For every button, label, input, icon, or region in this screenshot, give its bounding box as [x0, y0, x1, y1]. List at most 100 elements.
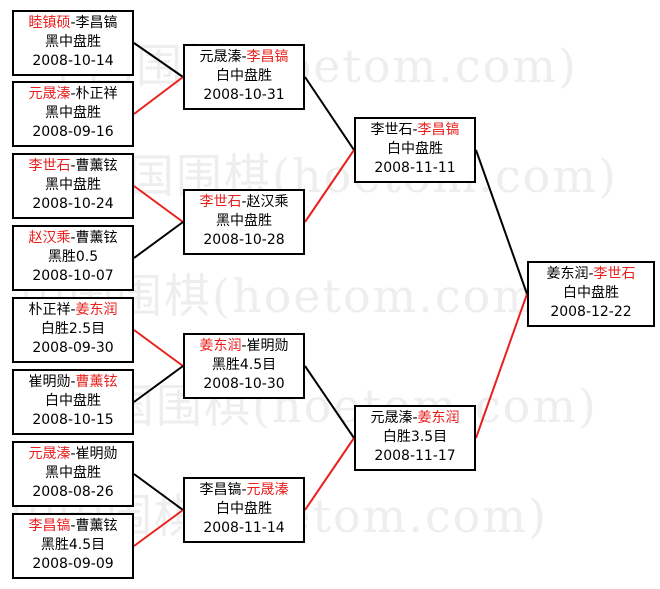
player-black-name: 李昌镐 [199, 482, 242, 498]
match-result: 白中盘胜 [387, 141, 443, 157]
player-white-name: 姜东润 [75, 302, 118, 318]
match-box: 李世石-曹薰铉黑中盘胜 2008-10-24 [12, 153, 134, 219]
player-white-name: 元晟溱 [246, 482, 289, 498]
versus-dash: - [70, 518, 76, 534]
match-result: 白胜3.5目 [382, 429, 448, 445]
versus-dash: - [588, 266, 594, 282]
match-players: 朴正祥-姜东润 [14, 301, 132, 320]
player-white-name: 朴正祥 [75, 86, 118, 102]
match-date: 2008-11-17 [374, 448, 456, 464]
versus-dash: - [412, 410, 418, 426]
versus-dash: - [241, 194, 247, 210]
bracket-connector-line [304, 365, 355, 439]
player-white-name: 崔明勋 [75, 446, 118, 462]
bracket-connector-line [133, 473, 184, 511]
match-players: 元晟溱-朴正祥 [14, 85, 132, 104]
player-white-name: 李昌镐 [246, 49, 289, 65]
match-result: 黑中盘胜 [216, 213, 272, 229]
match-players: 元晟溱-姜东润 [356, 409, 474, 428]
player-white-name: 曹薰铉 [75, 158, 118, 174]
match-players: 元晟溱-李昌镐 [185, 48, 303, 67]
bracket-connector-line [133, 76, 184, 115]
match-players: 李世石-赵汉乘 [185, 193, 303, 212]
match-date: 2008-09-30 [32, 340, 114, 356]
versus-dash: - [70, 446, 76, 462]
match-result: 白中盘胜 [216, 501, 272, 517]
match-players: 李昌镐-元晟溱 [185, 481, 303, 500]
match-date: 2008-11-14 [203, 520, 285, 536]
match-date: 2008-10-30 [203, 376, 285, 392]
match-date: 2008-10-14 [32, 53, 114, 69]
match-date: 2008-10-15 [32, 412, 114, 428]
player-white-name: 李昌镐 [75, 15, 118, 31]
match-result: 白中盘胜 [563, 285, 619, 301]
match-date: 2008-12-22 [550, 304, 632, 320]
player-white-name: 曹薰铉 [75, 374, 118, 390]
match-date: 2008-11-11 [374, 160, 456, 176]
match-box: 李世石-李昌镐白中盘胜 2008-11-11 [354, 117, 476, 183]
player-white-name: 崔明勋 [246, 338, 289, 354]
match-players: 赵汉乘-曹薰铉 [14, 229, 132, 248]
player-black-name: 李世石 [199, 194, 242, 210]
player-black-name: 李世石 [28, 158, 71, 174]
match-date: 2008-10-07 [32, 268, 114, 284]
player-white-name: 赵汉乘 [246, 194, 289, 210]
player-white-name: 姜东润 [417, 410, 460, 426]
player-white-name: 李昌镐 [417, 122, 460, 138]
match-players: 姜东润-李世石 [529, 265, 653, 284]
player-black-name: 姜东润 [199, 338, 242, 354]
player-black-name: 赵汉乘 [28, 230, 71, 246]
versus-dash: - [70, 15, 76, 31]
match-players: 李世石-李昌镐 [356, 121, 474, 140]
match-result: 白中盘胜 [216, 68, 272, 84]
match-result: 黑中盘胜 [45, 34, 101, 50]
match-players: 姜东润-崔明勋 [185, 337, 303, 356]
match-date: 2008-08-26 [32, 484, 114, 500]
player-black-name: 李昌镐 [28, 518, 71, 534]
bracket-connector-line [133, 365, 184, 403]
player-black-name: 元晟溱 [199, 49, 242, 65]
versus-dash: - [70, 302, 76, 318]
bracket-connector-line [133, 329, 184, 367]
match-players: 元晟溱-崔明勋 [14, 445, 132, 464]
match-box: 崔明勋-曹薰铉白中盘胜 2008-10-15 [12, 369, 134, 435]
versus-dash: - [70, 158, 76, 174]
match-date: 2008-10-24 [32, 196, 114, 212]
match-box: 元晟溱-朴正祥黑中盘胜 2008-09-16 [12, 81, 134, 147]
player-black-name: 姜东润 [546, 266, 589, 282]
bracket-connector-line [475, 293, 528, 439]
match-players: 李昌镐-曹薰铉 [14, 517, 132, 536]
bracket-connector-line [133, 185, 184, 223]
match-date: 2008-09-09 [32, 556, 114, 572]
match-result: 黑胜0.5 [47, 249, 99, 265]
bracket-connector-line [133, 221, 184, 259]
bracket-connector-line [475, 149, 528, 295]
bracket-connector-line [304, 437, 355, 511]
player-black-name: 元晟溱 [370, 410, 413, 426]
versus-dash: - [412, 122, 418, 138]
match-players: 崔明勋-曹薰铉 [14, 373, 132, 392]
bracket-connector-line [304, 76, 355, 151]
match-players: 睦镇硕-李昌镐 [14, 14, 132, 33]
player-black-name: 睦镇硕 [28, 15, 71, 31]
versus-dash: - [241, 482, 247, 498]
match-date: 2008-10-31 [203, 87, 285, 103]
bracket-connector-line [133, 42, 184, 78]
versus-dash: - [241, 49, 247, 65]
match-result: 白中盘胜 [45, 393, 101, 409]
match-result: 黑中盘胜 [45, 177, 101, 193]
player-black-name: 朴正祥 [28, 302, 71, 318]
match-date: 2008-09-16 [32, 124, 114, 140]
player-white-name: 李世石 [593, 266, 636, 282]
match-result: 黑中盘胜 [45, 105, 101, 121]
